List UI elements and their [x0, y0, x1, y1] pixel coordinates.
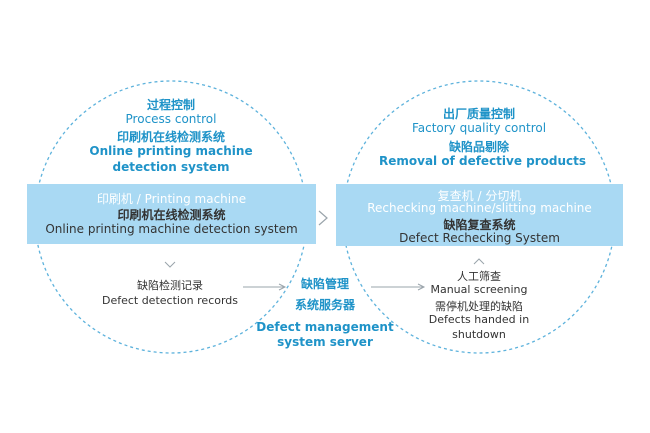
- rechecking-machine-box: [336, 184, 623, 246]
- printing-machine-system-zh: 印刷机在线检测系统: [117, 208, 226, 222]
- manual-screening-zh: 人工筛查: [457, 270, 501, 283]
- printing-machine-box: [27, 184, 316, 244]
- manual-screening-en: Manual screening: [430, 283, 528, 296]
- server-title-zh-2: 系统服务器: [294, 298, 355, 312]
- arrow-to-server-head: [278, 283, 287, 291]
- printing-machine-system-en: Online printing machine detection system: [45, 222, 298, 236]
- chevron-down-icon: [164, 261, 176, 268]
- defect-records-zh: 缺陷检测记录: [137, 279, 203, 292]
- server-title-zh-1: 缺陷管理: [300, 277, 349, 291]
- right-top-title-zh: 出厂质量控制: [442, 107, 515, 121]
- rechecking-machine-zh: 复查机 / 分切机: [437, 189, 522, 203]
- shutdown-defects-en-1: Defects handed in: [428, 313, 530, 326]
- arrow-to-screening-head: [417, 283, 426, 291]
- left-top-title-en: Process control: [125, 112, 217, 126]
- defect-records-en: Defect detection records: [101, 294, 239, 307]
- right-top-removal-zh: 缺陷品剔除: [448, 140, 509, 154]
- left-top-title-zh: 过程控制: [146, 98, 195, 112]
- chevron-right-icon: [318, 210, 328, 226]
- right-top-title-en: Factory quality control: [411, 121, 547, 135]
- shutdown-defects-zh: 需停机处理的缺陷: [435, 300, 523, 313]
- rechecking-system-en: Defect Rechecking System: [399, 231, 560, 245]
- left-top-system-en-2: detection system: [112, 160, 230, 174]
- server-title-en-2: system server: [277, 335, 373, 349]
- chevron-up-icon: [473, 258, 485, 265]
- printing-machine-label: 印刷机 / Printing machine: [96, 192, 247, 206]
- left-top-system-en-1: Online printing machine: [89, 144, 253, 158]
- shutdown-defects-en-2: shutdown: [452, 328, 506, 341]
- server-title-en-1: Defect management: [256, 320, 394, 334]
- right-top-removal-en: Removal of defective products: [379, 154, 587, 168]
- left-top-system-zh: 印刷机在线检测系统: [116, 130, 225, 144]
- rechecking-system-zh: 缺陷复查系统: [443, 218, 516, 232]
- rechecking-machine-en: Rechecking machine/slitting machine: [367, 201, 592, 215]
